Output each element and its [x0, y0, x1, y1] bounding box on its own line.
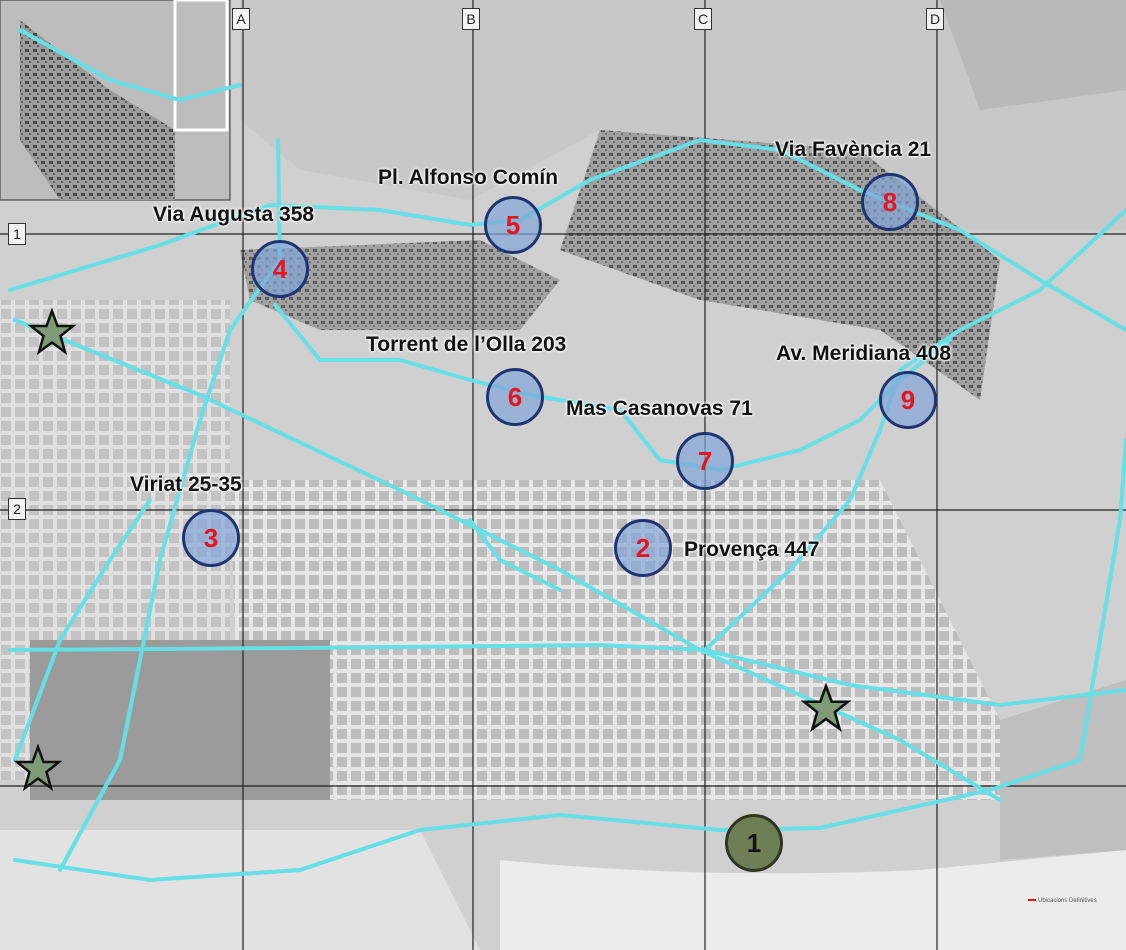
marker-number: 7: [697, 445, 713, 476]
hills-area: [240, 0, 1126, 230]
location-label-6: Torrent de l’Olla 203: [366, 333, 567, 356]
marker-number: 5: [505, 209, 521, 240]
location-marker-9[interactable]: 9: [879, 371, 937, 429]
star-icon: [801, 683, 851, 733]
location-marker-8[interactable]: 8: [861, 173, 919, 231]
star-icon: [28, 308, 76, 356]
inset-district: [20, 20, 175, 200]
grid-row-tag: 2: [8, 498, 26, 520]
grid-row-tag: 1: [8, 223, 26, 245]
marker-number: 2: [635, 532, 651, 563]
montjuic-park: [30, 640, 330, 800]
hills-area: [940, 0, 1126, 110]
location-marker-2[interactable]: 2: [614, 519, 672, 577]
location-marker-1[interactable]: 1: [725, 814, 783, 872]
grid-column-tag: C: [694, 8, 712, 30]
location-marker-6[interactable]: 6: [486, 368, 544, 426]
marker-number: 3: [203, 522, 219, 553]
dense-district: [240, 240, 560, 330]
inset-highlight: [173, 0, 229, 132]
location-label-7: Mas Casanovas 71: [566, 397, 753, 420]
grid-column-tag: D: [926, 8, 944, 30]
marker-number: 4: [272, 253, 288, 284]
marker-number: 1: [746, 827, 762, 858]
marker-number: 9: [900, 384, 916, 415]
location-marker-7[interactable]: 7: [676, 432, 734, 490]
grid-column-tag: B: [462, 8, 480, 30]
location-marker-5[interactable]: 5: [484, 196, 542, 254]
location-marker-3[interactable]: 3: [182, 509, 240, 567]
legend-text: Ubicacions Definitives: [1038, 898, 1097, 904]
legend-swatch: [1028, 899, 1036, 902]
sea: [500, 850, 1126, 950]
location-label-5: Pl. Alfonso Comín: [378, 166, 559, 189]
map-legend: Ubicacions Definitives: [1028, 898, 1097, 904]
star-icon: [14, 744, 62, 792]
coastal-blocks: [1000, 680, 1126, 860]
location-marker-4[interactable]: 4: [251, 240, 309, 298]
location-label-8: Via Favència 21: [775, 138, 932, 161]
location-label-9: Av. Meridiana 408: [776, 342, 952, 365]
grid-column-tag: A: [232, 8, 250, 30]
location-label-2: Provença 447: [684, 538, 820, 561]
marker-number: 8: [882, 186, 898, 217]
location-label-4: Via Augusta 358: [153, 203, 315, 226]
port-area: [0, 830, 480, 950]
marker-number: 6: [507, 381, 523, 412]
eixample-grid: [230, 480, 1000, 800]
location-label-3: Viriat 25-35: [130, 473, 242, 496]
